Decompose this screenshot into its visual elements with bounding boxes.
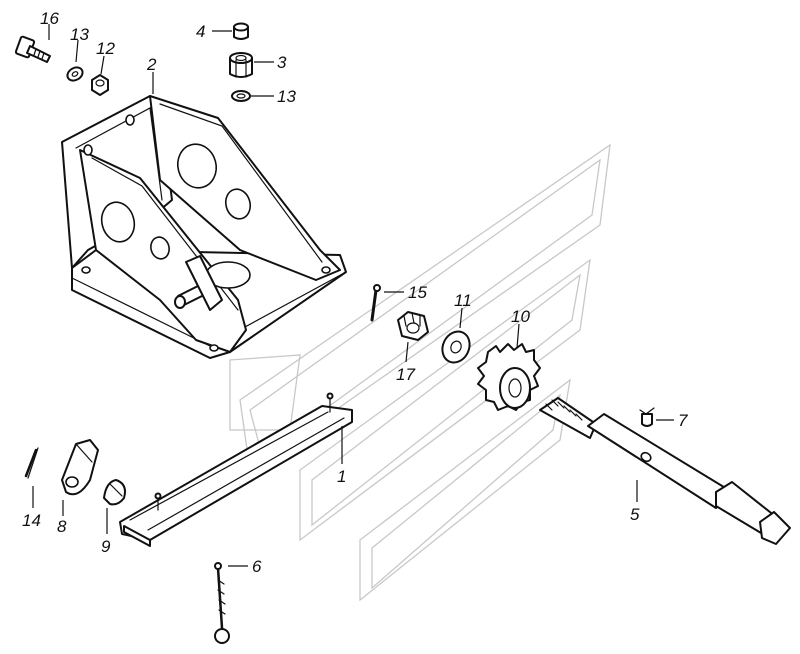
part-14-cotter-pin <box>24 447 39 479</box>
callout-3: 3 <box>277 53 287 72</box>
callout-8: 8 <box>57 517 67 536</box>
callout-13-right: 13 <box>277 87 296 106</box>
part-5-shaft <box>539 397 791 545</box>
leader-lines <box>32 24 674 567</box>
callout-16: 16 <box>40 9 59 28</box>
callout-13-left: 13 <box>70 25 89 44</box>
part-9-clip <box>103 479 126 506</box>
part-2-bracket <box>61 95 347 359</box>
part-1-rail <box>119 392 353 547</box>
callout-15: 15 <box>408 283 427 302</box>
part-17-castle-nut <box>397 311 429 341</box>
callout-2: 2 <box>146 55 157 74</box>
callout-7: 7 <box>678 411 688 430</box>
part-10-gear <box>477 343 541 411</box>
callout-6: 6 <box>252 557 262 576</box>
callout-4: 4 <box>196 22 205 41</box>
part-7-pin <box>639 407 655 427</box>
callout-1: 1 <box>337 467 346 486</box>
part-13-washer-left <box>66 66 84 82</box>
callout-11: 11 <box>454 291 472 310</box>
callout-17: 17 <box>396 365 415 384</box>
part-4-cap <box>233 22 249 40</box>
callout-9: 9 <box>101 537 111 556</box>
part-11-washer <box>441 330 471 364</box>
watermark-logo <box>229 143 611 602</box>
part-16-bolt <box>14 35 51 63</box>
callout-labels: 16 13 12 2 4 3 13 15 11 10 17 7 1 5 14 8… <box>22 9 688 576</box>
callout-12: 12 <box>96 39 115 58</box>
part-15-cotter-pin <box>370 284 381 322</box>
part-6-rod <box>214 562 230 644</box>
part-13-washer-right <box>231 90 251 102</box>
part-3-coupling-nut <box>229 52 253 78</box>
part-12-nut <box>91 74 109 96</box>
callout-10: 10 <box>511 307 530 326</box>
callout-14: 14 <box>22 511 41 530</box>
part-8-clevis <box>61 439 99 496</box>
callout-5: 5 <box>630 505 640 524</box>
